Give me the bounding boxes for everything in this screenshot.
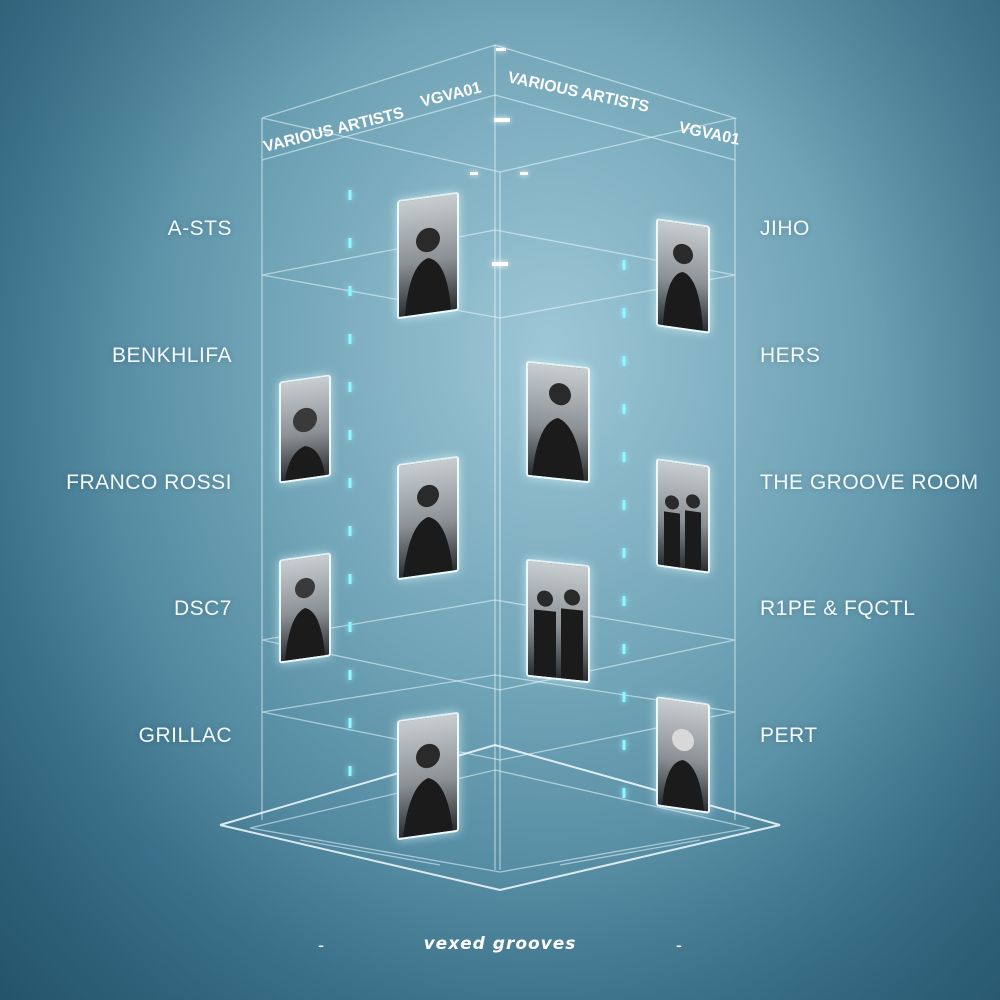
portrait-icon: [403, 743, 453, 838]
artist-name-left-1: A-STS: [167, 217, 232, 240]
portrait-icon: [663, 243, 703, 331]
artist-photo-5: [397, 455, 459, 581]
artist-name-left-3: FRANCO ROSSI: [66, 471, 232, 494]
portrait-icon: [662, 728, 704, 811]
artist-photo-6: [656, 458, 710, 574]
header-code-left: VGVA01: [419, 79, 483, 111]
artist-photo-9: [656, 696, 710, 814]
portrait-icon: [405, 227, 451, 317]
artist-name-left-2: BENKHLIFA: [111, 344, 232, 367]
artist-name-right-4: R1PE & FQCTL: [760, 597, 916, 620]
artist-name-right-3: THE GROOVE ROOM: [760, 471, 979, 494]
artist-photo-4: [526, 360, 590, 484]
footer-dash-left: -: [318, 935, 324, 955]
portrait-icon: [285, 577, 325, 661]
artist-name-right-5: PERT: [760, 724, 818, 747]
artist-name-right-1: JIHO: [760, 217, 810, 240]
portrait-icon: [532, 383, 584, 481]
portrait-icon: [534, 589, 583, 681]
portrait-icon: [664, 494, 701, 571]
portrait-icon: [403, 484, 453, 578]
header-artists-right: VARIOUS ARTISTS: [506, 69, 651, 116]
artist-photo-2: [656, 218, 710, 334]
artist-name-left-4: DSC7: [173, 597, 232, 620]
artist-photo-3: [279, 374, 331, 484]
artist-photo-7: [279, 552, 331, 664]
artist-name-right-2: HERS: [760, 344, 821, 367]
artist-photo-1: [397, 191, 459, 320]
footer-dash-right: -: [676, 935, 682, 955]
artist-name-left-5: GRILLAC: [138, 724, 232, 747]
artist-photo-10: [397, 711, 459, 841]
portrait-icon: [285, 407, 325, 481]
artist-photo-8: [526, 558, 590, 684]
header-artists-left: VARIOUS ARTISTS: [262, 104, 406, 155]
label-logo: vexed grooves: [423, 934, 577, 954]
